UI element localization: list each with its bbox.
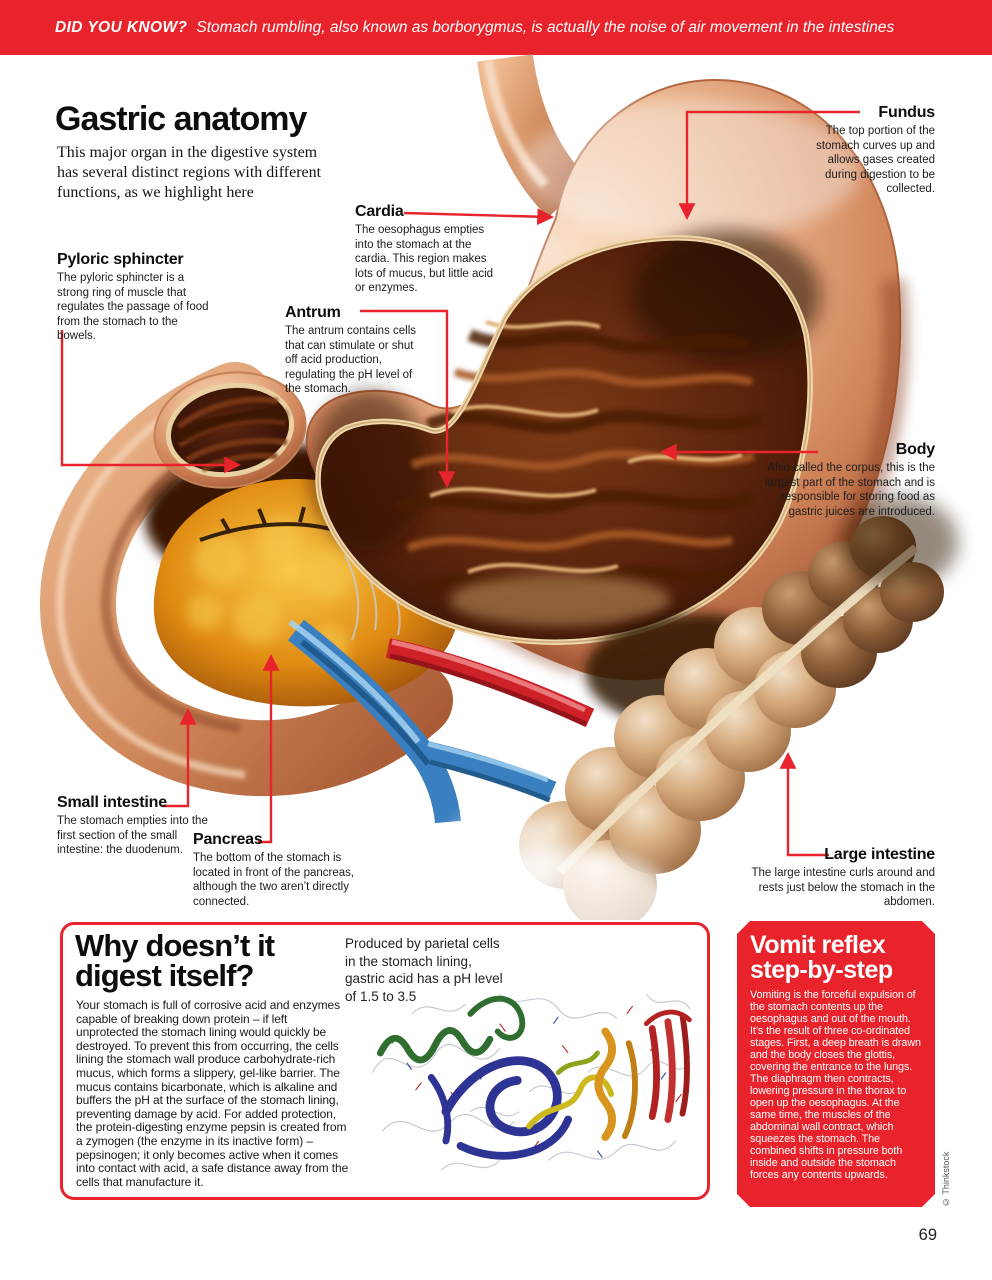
callout-small-intestine-body: The stomach empties into the first secti…	[57, 815, 208, 857]
callout-fundus: Fundus The top portion of the stomach cu…	[807, 104, 935, 197]
callout-small-intestine-title: Small intestine	[57, 794, 167, 811]
page-title: Gastric anatomy	[55, 100, 307, 138]
blood-vessels-graphic	[287, 619, 595, 824]
cardia-connector	[403, 208, 555, 226]
vomit-reflex-box: Vomit reflex step-by-step Vomiting is th…	[737, 921, 935, 1207]
vomit-box-title: Vomit reflex step-by-step	[750, 931, 893, 984]
callout-large-intestine-title: Large intestine	[824, 846, 935, 863]
banner-fact-text: Stomach rumbling, also known as borboryg…	[196, 18, 895, 36]
callout-fundus-title: Fundus	[878, 104, 935, 121]
large-intestine-connector	[779, 751, 829, 857]
callout-cardia-body: The oesophagus empties into the stomach …	[355, 224, 494, 295]
molecule-ribbons	[376, 995, 692, 1160]
digest-itself-box: Why doesn’t it digest itself? Your stoma…	[60, 922, 710, 1200]
molecule-wireframe	[372, 993, 691, 1171]
callout-large-intestine-body: The large intestine curls around and res…	[751, 867, 935, 909]
antrum-connector	[360, 309, 456, 489]
callout-pancreas-title: Pancreas	[193, 831, 263, 848]
fundus-connector	[678, 110, 860, 221]
did-you-know-banner: DID YOU KNOW? Stomach rumbling, also kno…	[0, 0, 992, 55]
pyloric-connector	[60, 330, 242, 474]
page-number: 69	[918, 1226, 937, 1244]
banner-label: DID YOU KNOW?	[55, 18, 188, 36]
artery-graphic	[385, 638, 595, 728]
callout-large-intestine: Large intestine The large intestine curl…	[751, 846, 936, 910]
callout-antrum: Antrum The antrum contains cells that ca…	[285, 304, 427, 397]
small-intestine-connector	[162, 707, 197, 808]
photo-credit: © Thinkstock	[941, 1151, 951, 1207]
callout-body: Body Also called the corpus, this is the…	[757, 441, 935, 519]
callout-body-title: Body	[895, 441, 935, 458]
vomit-box-body: Vomiting is the forceful expulsion of th…	[750, 989, 921, 1181]
callout-body-body: Also called the corpus, this is the larg…	[764, 462, 935, 518]
page-subtitle: This major organ in the digestive system…	[57, 144, 322, 201]
pepsin-molecule-figure	[372, 993, 692, 1171]
callout-pancreas: Pancreas The bottom of the stomach is lo…	[193, 831, 363, 909]
callout-pancreas-body: The bottom of the stomach is located in …	[193, 852, 355, 908]
callout-fundus-body: The top portion of the stomach curves up…	[816, 125, 935, 196]
callout-antrum-title: Antrum	[285, 304, 341, 321]
stomach-cutaway-graphic	[310, 230, 821, 645]
pancreas-connector	[258, 653, 280, 844]
callout-pyloric-body: The pyloric sphincter is a strong ring o…	[57, 272, 209, 343]
stomach-illustration	[40, 53, 958, 920]
callout-cardia: Cardia The oesophagus empties into the s…	[355, 203, 501, 296]
digest-box-body: Your stomach is full of corrosive acid a…	[76, 998, 349, 1189]
duodenal-bulb-graphic	[153, 371, 307, 489]
callout-pyloric-sphincter: Pyloric sphincter The pyloric sphincter …	[57, 251, 217, 344]
callout-pyloric-title: Pyloric sphincter	[57, 251, 184, 268]
callout-cardia-title: Cardia	[355, 203, 404, 220]
callout-connectors	[60, 110, 860, 857]
gastric-acid-caption: Produced by parietal cells in the stomac…	[345, 936, 503, 1004]
digest-box-title: Why doesn’t it digest itself?	[75, 928, 275, 994]
callout-small-intestine: Small intestine The stomach empties into…	[57, 794, 225, 858]
callout-antrum-body: The antrum contains cells that can stimu…	[285, 325, 417, 396]
vein-graphic	[287, 619, 557, 824]
large-intestine-graphic	[440, 496, 958, 920]
